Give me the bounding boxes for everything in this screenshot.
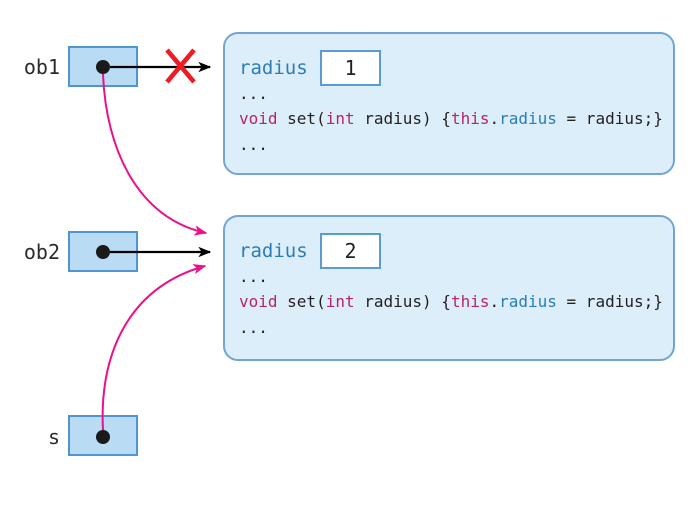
ellipsis: ... [239, 267, 268, 286]
reassign-arrow-ob1-to-object2 [102, 73, 208, 236]
field-row: radius 1 [239, 50, 381, 86]
code-token: . [489, 292, 500, 311]
ellipsis: ... [239, 135, 268, 154]
object-panel-1: radius 1 ... void set(int radius) {this.… [223, 32, 675, 175]
variable-box-ob2 [68, 231, 138, 272]
variable-label-s: s [47, 425, 60, 449]
code-token: set( [277, 109, 326, 128]
variable-label-ob2: ob2 [23, 240, 60, 264]
ellipsis: ... [239, 84, 268, 103]
code-token: set( [277, 292, 326, 311]
code-token: radius [499, 109, 557, 128]
field-value-box: 1 [320, 50, 381, 86]
object-panel-2: radius 2 ... void set(int radius) {this.… [223, 215, 675, 361]
code-token: this [450, 292, 490, 311]
field-name-label: radius [239, 240, 308, 262]
cross-out-icon [165, 48, 196, 84]
code-token: radius) { [354, 292, 451, 311]
ellipsis: ... [239, 318, 268, 337]
code-token: radius) { [354, 109, 451, 128]
variable-label-ob1: ob1 [23, 55, 60, 79]
field-value-box: 2 [320, 233, 381, 269]
code-token: = radius;} [556, 109, 663, 128]
code-token: . [489, 109, 500, 128]
variable-box-s [68, 415, 138, 456]
code-token: void [239, 292, 278, 311]
field-row: radius 2 [239, 233, 381, 269]
reassign-arrow-s-to-object2 [101, 264, 207, 431]
method-signature: void set(int radius) {this.radius = radi… [239, 292, 663, 311]
code-token: = radius;} [556, 292, 663, 311]
code-token: int [325, 292, 355, 311]
field-name-label: radius [239, 57, 308, 79]
code-token: int [325, 109, 355, 128]
variable-box-ob1 [68, 46, 138, 87]
method-signature: void set(int radius) {this.radius = radi… [239, 109, 663, 128]
code-token: this [450, 109, 490, 128]
code-token: void [239, 109, 278, 128]
code-token: radius [499, 292, 557, 311]
